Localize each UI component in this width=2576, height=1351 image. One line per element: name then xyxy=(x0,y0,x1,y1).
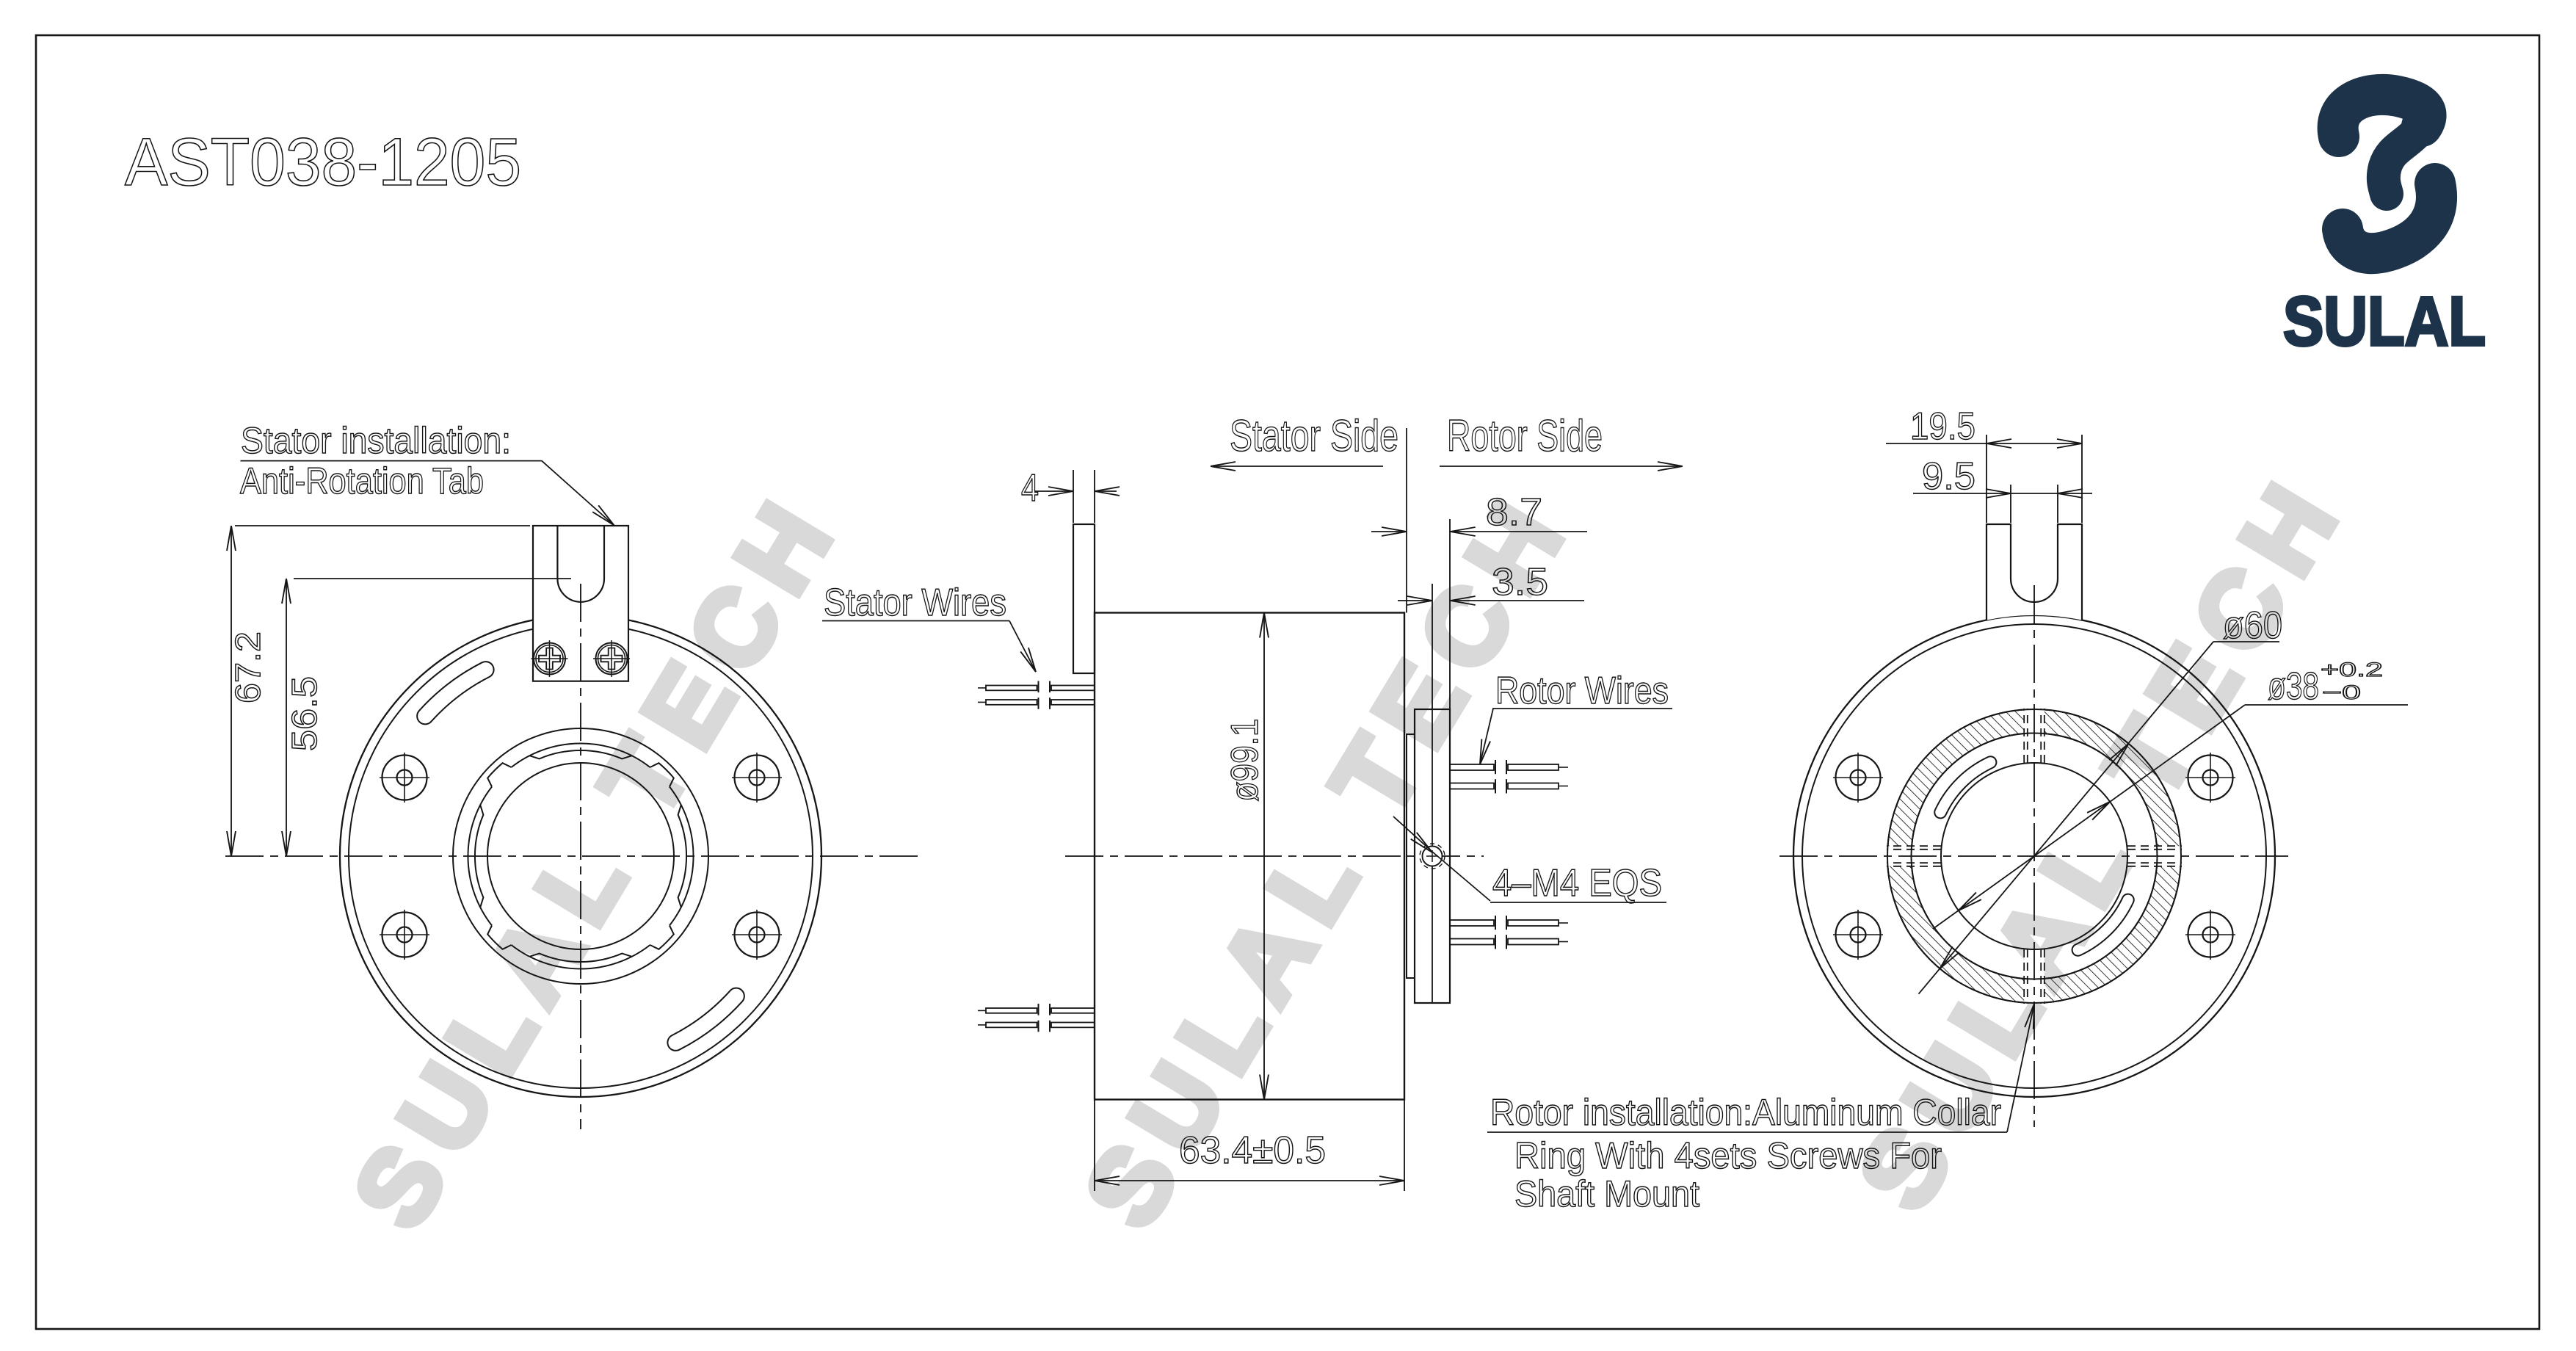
svg-text:19.5: 19.5 xyxy=(1910,405,1975,448)
svg-text:+0.2: +0.2 xyxy=(2321,659,2383,681)
svg-text:3.5: 3.5 xyxy=(1492,561,1548,604)
svg-text:AST038-1205: AST038-1205 xyxy=(125,125,521,200)
svg-text:Stator Side: Stator Side xyxy=(1230,411,1398,460)
svg-text:56.5: 56.5 xyxy=(286,676,324,751)
svg-text:ø99.1: ø99.1 xyxy=(1224,719,1266,802)
svg-text:Rotor Wires: Rotor Wires xyxy=(1495,670,1669,712)
svg-text:9.5: 9.5 xyxy=(1922,455,1975,498)
svg-text:Stator installation:: Stator installation: xyxy=(241,420,511,461)
svg-text:63.4±0.5: 63.4±0.5 xyxy=(1179,1129,1326,1172)
svg-text:Ring With 4sets Screws For: Ring With 4sets Screws For xyxy=(1514,1135,1942,1176)
svg-text:−0: −0 xyxy=(2322,681,2361,703)
svg-text:Shaft Mount: Shaft Mount xyxy=(1514,1173,1699,1214)
svg-text:ø60: ø60 xyxy=(2223,604,2282,647)
svg-text:Anti-Rotation Tab: Anti-Rotation Tab xyxy=(240,460,484,501)
svg-text:ø38: ø38 xyxy=(2268,665,2319,708)
svg-text:8.7: 8.7 xyxy=(1486,491,1542,534)
svg-text:67.2: 67.2 xyxy=(229,631,268,703)
svg-text:Rotor Side: Rotor Side xyxy=(1447,411,1603,460)
svg-text:4–M4 EQS: 4–M4 EQS xyxy=(1492,862,1662,905)
svg-text:Stator Wires: Stator Wires xyxy=(824,582,1006,624)
svg-text:Rotor installation:Aluminum Co: Rotor installation:Aluminum Collar xyxy=(1490,1092,2001,1133)
svg-text:SULAL: SULAL xyxy=(2283,283,2486,361)
svg-text:4: 4 xyxy=(1021,467,1039,510)
